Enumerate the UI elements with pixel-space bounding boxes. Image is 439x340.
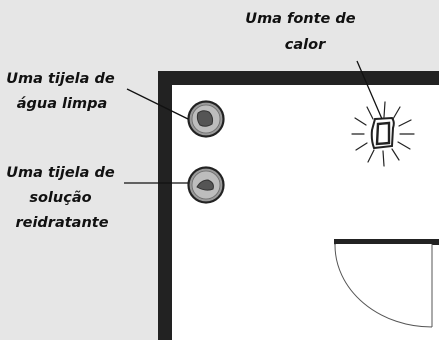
inner-wall [334, 239, 439, 244]
heat-lamp-icon [351, 101, 415, 167]
door [334, 244, 433, 328]
label-rehydration-line-3: reidratante [15, 215, 108, 231]
label-rehydration-line-2: solução [29, 190, 91, 206]
leader-line-heat [356, 60, 383, 120]
label-rehydration: Uma tijela de solução reidratante [6, 165, 120, 231]
label-heat-source-line-1: Uma fonte de [245, 11, 356, 27]
label-heat-source: Uma fonte de calor [245, 11, 360, 53]
label-clean-water-line-1: Uma tijela de [6, 71, 115, 87]
rehydration-bowl-icon [187, 166, 225, 204]
water-bowl-icon [187, 100, 225, 138]
door-swing-arc [334, 244, 433, 328]
label-clean-water-line-2: água limpa [17, 96, 108, 112]
wall-end-cap [432, 71, 439, 85]
inner-wall-cap [432, 239, 439, 245]
label-rehydration-line-1: Uma tijela de [6, 165, 115, 181]
label-clean-water: Uma tijela de água limpa [6, 71, 120, 112]
label-heat-source-line-2: calor [285, 37, 326, 53]
leader-line-water [126, 88, 189, 120]
